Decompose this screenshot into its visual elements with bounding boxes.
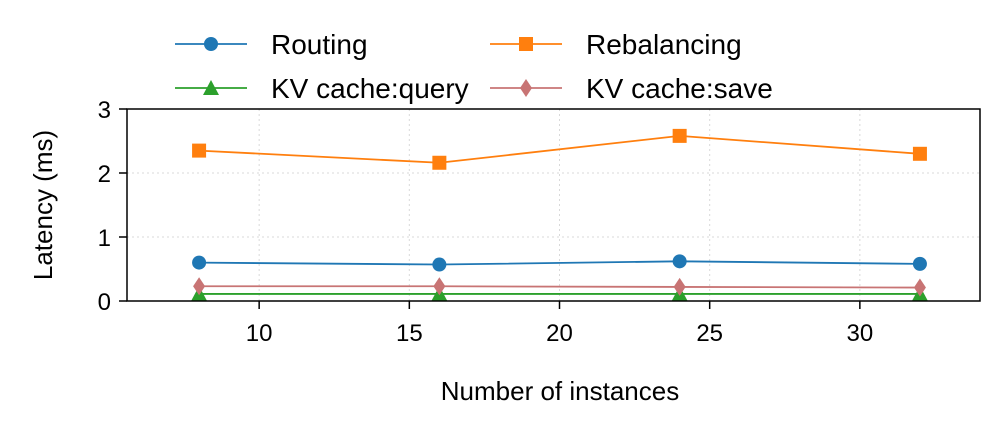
x-tick-label: 30 <box>847 320 874 347</box>
series-routing <box>192 254 927 272</box>
data-point-routing <box>672 254 687 269</box>
data-point-routing <box>912 256 927 271</box>
data-point-kv-cache-save <box>913 278 926 297</box>
legend-label-kv-cache-save: KV cache:save <box>586 73 773 104</box>
y-tick-label: 1 <box>98 225 111 252</box>
x-tick-label: 20 <box>546 320 573 347</box>
legend-label-kv-cache-query: KV cache:query <box>271 73 469 104</box>
x-tick-label: 10 <box>246 320 273 347</box>
legend-marker-routing <box>204 37 218 51</box>
data-point-kv-cache-save <box>673 277 686 296</box>
legend-item-routing: Routing <box>175 29 368 60</box>
grid <box>127 108 980 302</box>
series-line-kv-cache-save <box>199 285 920 289</box>
legend-item-kv-cache-save: KV cache:save <box>490 73 773 104</box>
x-axis-title: Number of instances <box>441 376 679 406</box>
data-point-routing <box>432 257 447 272</box>
series-kv-cache-save <box>193 277 926 297</box>
plot-frame <box>126 108 981 302</box>
y-axis-title: Latency (ms) <box>28 130 58 280</box>
series-kv-cache-query <box>191 285 928 301</box>
legend-marker-kv-cache-query <box>203 80 219 95</box>
y-tick-label: 0 <box>98 289 111 316</box>
legend-item-kv-cache-query: KV cache:query <box>175 73 469 104</box>
axes: 10 15 20 25 30 0 1 2 3 <box>98 97 874 347</box>
x-tick-label: 15 <box>396 320 423 347</box>
legend: Routing KV cache:query Rebalancing KV cache… <box>175 29 773 104</box>
data-point-rebalancing <box>432 155 447 170</box>
legend-marker-rebalancing <box>519 37 533 51</box>
data-point-kv-cache-save <box>433 277 446 296</box>
data-point-rebalancing <box>192 143 207 158</box>
data-point-kv-cache-save <box>193 277 206 296</box>
legend-label-routing: Routing <box>271 29 368 60</box>
legend-item-rebalancing: Rebalancing <box>490 29 742 60</box>
x-tick-label: 25 <box>696 320 723 347</box>
legend-marker-kv-cache-save <box>520 79 532 97</box>
data-point-rebalancing <box>912 146 927 161</box>
series-line-rebalancing <box>199 134 920 164</box>
series-rebalancing <box>192 128 927 170</box>
series-layer <box>191 128 928 301</box>
data-point-routing <box>192 255 207 270</box>
data-point-rebalancing <box>672 128 687 143</box>
series-line-routing <box>199 260 920 266</box>
legend-label-rebalancing: Rebalancing <box>586 29 742 60</box>
y-tick-label: 2 <box>98 161 111 188</box>
y-tick-label: 3 <box>98 97 111 124</box>
